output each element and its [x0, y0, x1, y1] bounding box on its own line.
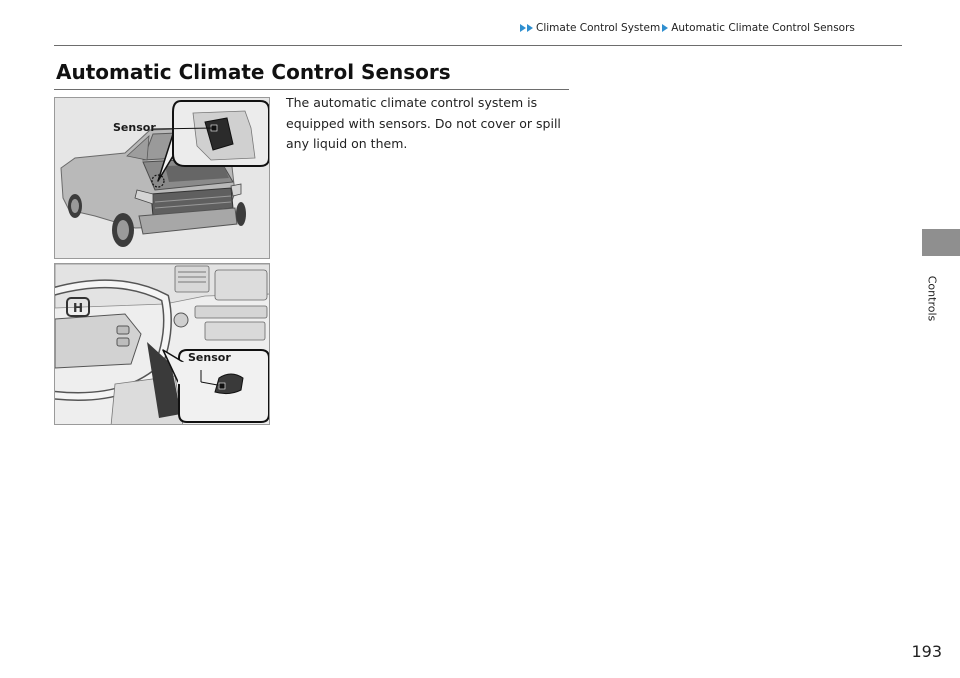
header-divider — [54, 45, 902, 46]
breadcrumb-arrow-icon — [527, 24, 533, 32]
svg-text:H: H — [73, 301, 83, 315]
breadcrumb-current-page: Automatic Climate Control Sensors — [671, 22, 855, 34]
breadcrumb-arrow-icon — [662, 24, 669, 32]
interior-sensor-illustration: H Sensor — [54, 263, 270, 425]
chapter-tab-text: Controls — [925, 275, 939, 322]
body-paragraph: The automatic climate control system is … — [286, 95, 561, 151]
page-title: Automatic Climate Control Sensors — [56, 60, 451, 84]
dashboard-illustration: H — [55, 264, 269, 424]
page-number: 193 — [911, 642, 942, 661]
breadcrumb-section-link[interactable]: Climate Control System — [536, 22, 661, 34]
exterior-sensor-illustration: Sensor — [54, 97, 270, 259]
chapter-tab[interactable] — [922, 229, 960, 256]
breadcrumb: Climate Control System Automatic Climate… — [520, 20, 857, 36]
pickup-truck-illustration — [55, 98, 269, 258]
sensor-callout-label: Sensor — [113, 121, 156, 134]
chapter-tab-label: Controls — [925, 268, 939, 328]
breadcrumb-arrow-icon — [520, 24, 526, 32]
title-divider — [54, 89, 569, 90]
sensor-callout-label: Sensor — [188, 351, 231, 364]
